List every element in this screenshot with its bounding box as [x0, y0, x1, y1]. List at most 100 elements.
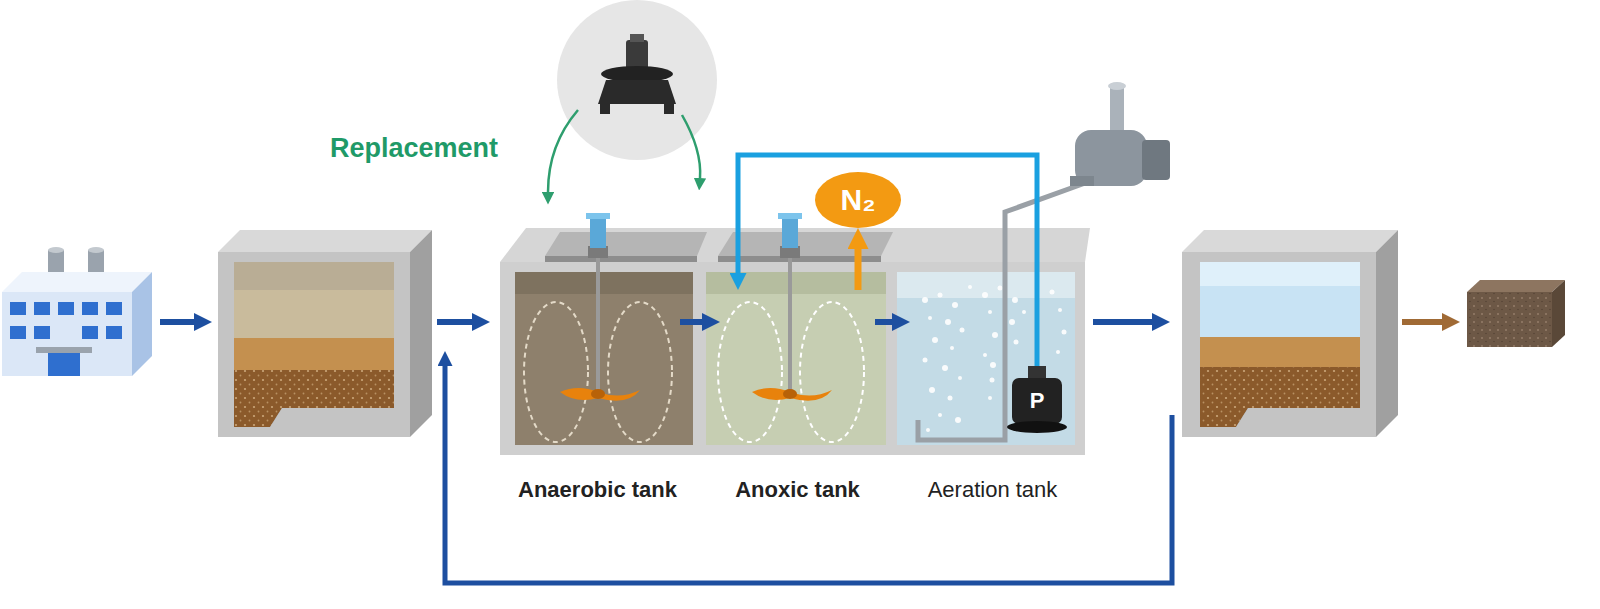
mixer	[778, 213, 802, 219]
factory-icon	[82, 302, 98, 315]
flow-arrow	[160, 319, 194, 325]
final-clarifier	[1200, 286, 1360, 337]
flow-connector	[738, 155, 1037, 290]
replacement-arrow	[682, 115, 700, 178]
air-bubbles	[960, 328, 965, 333]
factory-icon	[36, 347, 92, 353]
air-bubbles	[950, 346, 954, 350]
air-bubbles	[929, 387, 935, 393]
air-pipe	[918, 182, 1088, 440]
air-bubbles	[1058, 308, 1062, 312]
air-bubbles	[923, 358, 928, 363]
sludge-cake	[1552, 280, 1565, 347]
air-bubbles	[948, 396, 953, 401]
air-pipe	[918, 182, 1088, 440]
replacement-icon	[630, 34, 644, 42]
aeration-zone: Aeration tank	[910, 290, 1075, 445]
primary-settling-tank	[218, 230, 432, 437]
blower	[1070, 82, 1170, 186]
factory-icon	[2, 247, 152, 376]
factory-icon	[106, 326, 122, 339]
final-clarifier	[1182, 230, 1398, 437]
reactor-block	[897, 272, 1075, 298]
cover-plate	[718, 232, 893, 256]
primary-settling-tank	[234, 262, 394, 290]
air-bubbles	[982, 292, 988, 298]
mixer-loop	[718, 302, 782, 442]
air-bubbles	[1050, 290, 1055, 295]
factory-icon	[48, 247, 64, 253]
tank-name: Anoxic tank	[735, 477, 860, 503]
cover-plate	[545, 256, 697, 262]
final-clarifier	[1200, 262, 1360, 286]
factory-icon	[106, 302, 122, 315]
air-bubbles	[952, 302, 958, 308]
air-bubbles	[922, 297, 928, 303]
flow-connector	[875, 319, 892, 325]
mixer	[752, 388, 832, 401]
primary-settling-tank	[270, 408, 394, 427]
reactor-block	[897, 272, 1075, 445]
air-bubbles	[988, 396, 992, 400]
primary-settling-tank	[410, 230, 432, 437]
reactor-block	[500, 228, 1090, 455]
mixer	[782, 218, 798, 248]
final-clarifier	[1200, 262, 1360, 427]
air-bubbles	[942, 365, 948, 371]
flow-connector	[855, 249, 862, 290]
factory-icon	[10, 302, 26, 315]
primary-settling-tank	[234, 262, 394, 427]
air-bubbles	[992, 332, 998, 338]
mixer	[560, 213, 832, 401]
mixer	[788, 258, 792, 392]
mixer	[590, 218, 606, 248]
final-clarifier	[1200, 337, 1360, 367]
sludge-cake	[1467, 292, 1552, 347]
factory-icon	[132, 272, 152, 376]
air-bubbles	[1022, 310, 1026, 314]
replacement-arrow	[548, 110, 700, 192]
air-bubbles	[968, 285, 972, 289]
air-bubbles	[922, 285, 1067, 432]
mixer-loop	[524, 302, 864, 442]
air-bubbles	[998, 286, 1003, 291]
air-bubbles	[938, 293, 943, 298]
factory-icon	[82, 326, 98, 339]
mixer-loop	[524, 302, 588, 442]
mixer-loop	[608, 302, 672, 442]
air-bubbles	[1009, 319, 1015, 325]
reactor-block	[515, 272, 693, 294]
factory-icon	[2, 272, 152, 292]
final-clarifier	[1182, 230, 1398, 252]
reactor-block	[515, 272, 693, 445]
air-bubbles	[983, 353, 987, 357]
blower	[1070, 176, 1094, 186]
replacement-icon	[601, 66, 673, 82]
replacement-arrow	[548, 110, 578, 192]
factory-icon	[34, 326, 50, 339]
blower	[1108, 82, 1126, 90]
primary-settling-tank	[234, 290, 394, 338]
replacement-label: Replacement	[330, 133, 498, 164]
air-bubbles	[990, 362, 996, 368]
air-bubbles	[926, 428, 930, 432]
air-bubbles	[958, 376, 962, 380]
recycle-pump	[1035, 290, 1040, 368]
factory-icon	[48, 353, 80, 376]
pump-letter: P	[1030, 388, 1045, 414]
flow-arrow	[1093, 319, 1152, 325]
reactor-block	[706, 272, 886, 445]
mixer	[596, 258, 600, 392]
tank-name: Aeration tank	[928, 477, 1058, 503]
anoxic-zone: Anoxic tank	[720, 290, 875, 445]
air-bubbles	[1014, 340, 1019, 345]
recycle-pump	[1007, 290, 1067, 433]
replacement-icon	[600, 100, 610, 114]
sludge-cake	[1467, 280, 1565, 347]
blower	[1110, 86, 1124, 136]
recycle-pump	[1007, 421, 1067, 433]
final-clarifier	[1236, 408, 1360, 427]
factory-icon	[88, 247, 104, 253]
